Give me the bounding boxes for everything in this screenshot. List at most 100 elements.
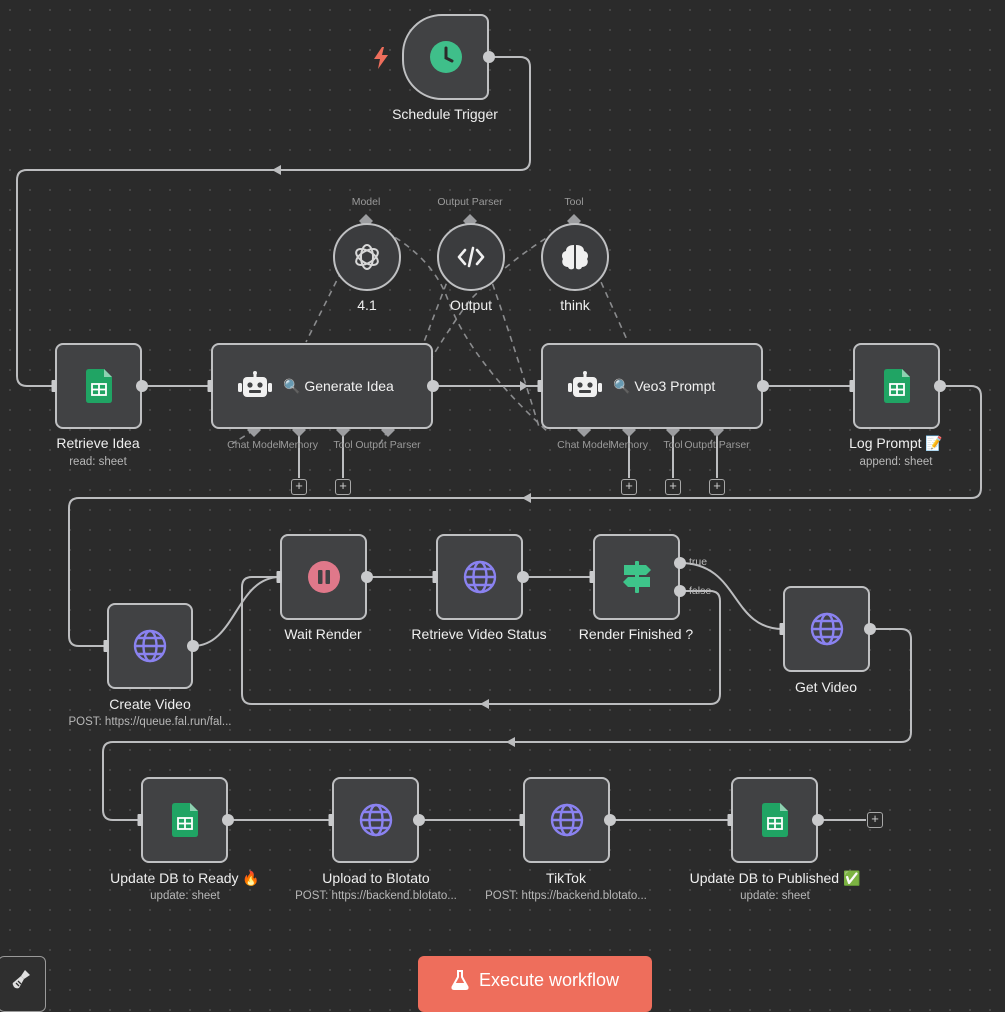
output-handle[interactable] [136,380,148,392]
arrow-loop2 [522,493,531,503]
node-render-finished[interactable] [593,534,680,620]
update-db-published-label: Update DB to Published ✅ [689,870,861,886]
robot-icon [568,371,602,397]
input-handle[interactable] [727,814,733,826]
veo3-prompt-title: 🔍 Veo3 Prompt [613,377,716,394]
input-handle[interactable] [849,380,855,392]
port-label-chat-model: Chat Model [227,439,281,451]
wait-render-label: Wait Render [284,626,362,642]
node-update-db-ready[interactable] [141,777,228,863]
robot-icon [238,371,272,397]
clear-execution-button[interactable] [0,956,46,1012]
branch-false-label: false [689,585,712,597]
node-get-video[interactable] [783,586,870,672]
port-label-output-parser: Output Parser [684,439,750,451]
node-tiktok[interactable] [523,777,610,863]
input-handle[interactable] [432,571,438,583]
execute-workflow-label: Execute workflow [478,969,620,990]
input-handle[interactable] [137,814,143,826]
add-tool-button[interactable]: + [709,479,725,495]
node-veo3-prompt[interactable]: 🔍 Veo3 Prompt [541,343,763,429]
output-handle[interactable] [187,640,199,652]
globe-icon [550,803,583,837]
upload-blotato-subtitle: POST: https://backend.blotato... [295,890,457,902]
output-handle[interactable] [222,814,234,826]
node-create-video[interactable] [107,603,193,689]
node-retrieve-video-status[interactable] [436,534,523,620]
input-handle[interactable] [207,380,213,392]
add-memory-button[interactable]: + [291,479,307,495]
log-prompt-subtitle: append: sheet [859,456,933,468]
node-retrieve-idea[interactable] [55,343,142,429]
input-handle[interactable] [328,814,334,826]
add-tool-button[interactable]: + [335,479,351,495]
port-label-memory: Memory [610,439,648,451]
output-handle[interactable] [864,623,876,635]
signpost-icon [622,561,651,593]
node-update-db-published[interactable] [731,777,818,863]
update-db-ready-subtitle: update: sheet [150,890,220,902]
output-handle[interactable] [483,51,495,63]
node-generate-idea[interactable]: 🔍 Generate Idea [211,343,433,429]
tiktok-subtitle: POST: https://backend.blotato... [485,890,647,902]
input-handle[interactable] [537,380,543,392]
output-handle-true[interactable] [674,557,686,569]
retrieve-idea-label: Retrieve Idea [56,435,140,451]
port-label-chat-model: Chat Model [557,439,611,451]
output-handle[interactable] [757,380,769,392]
node-log-prompt[interactable] [853,343,940,429]
node-schedule-trigger[interactable] [402,14,489,100]
globe-icon [359,803,392,837]
openai-icon [355,244,379,270]
flask-icon [451,970,469,990]
output-handle[interactable] [517,571,529,583]
model-label: 4.1 [357,297,377,313]
port-label-tool: Tool [564,196,584,208]
output-handle-false[interactable] [674,585,686,597]
node-openai-model[interactable] [333,223,401,291]
retrieve-video-status-label: Retrieve Video Status [411,626,547,642]
add-chat-model-button[interactable]: + [621,479,637,495]
arrow-into-veo [520,381,528,391]
add-memory-button[interactable]: + [665,479,681,495]
create-video-label: Create Video [109,696,191,712]
code-icon [457,246,485,268]
globe-icon [133,629,167,663]
output-handle[interactable] [604,814,616,826]
create-video-subtitle: POST: https://queue.fal.run/fal... [68,716,232,728]
lightning-icon [374,47,388,69]
port-label-tool: Tool [333,439,353,451]
node-output-parser[interactable] [437,223,505,291]
input-handle[interactable] [779,623,785,635]
brain-icon [562,245,588,270]
output-handle[interactable] [812,814,824,826]
arrow-loop1 [272,165,281,175]
input-handle[interactable] [589,571,595,583]
input-handle[interactable] [276,571,282,583]
input-handle[interactable] [51,380,57,392]
pause-icon [307,561,340,593]
add-next-node-button[interactable]: + [867,812,883,828]
output-handle[interactable] [413,814,425,826]
globe-icon [463,560,496,594]
output-label: Output [449,297,493,313]
output-handle[interactable] [427,380,439,392]
execute-workflow-button[interactable]: Execute workflow [418,956,652,1012]
broom-icon [12,970,30,989]
input-handle[interactable] [103,640,109,652]
think-label: think [560,297,590,313]
output-handle[interactable] [934,380,946,392]
retrieve-idea-subtitle: read: sheet [69,456,127,468]
update-db-published-subtitle: update: sheet [740,890,810,902]
port-label-model: Model [351,196,381,208]
node-upload-blotato[interactable] [332,777,419,863]
node-think-tool[interactable] [541,223,609,291]
edge-create-to-wait [192,576,281,647]
output-handle[interactable] [361,571,373,583]
port-label-tool: Tool [663,439,683,451]
arrow-loop4 [506,737,515,747]
node-wait-render[interactable] [280,534,367,620]
google-sheets-icon [171,803,198,837]
input-handle[interactable] [519,814,525,826]
